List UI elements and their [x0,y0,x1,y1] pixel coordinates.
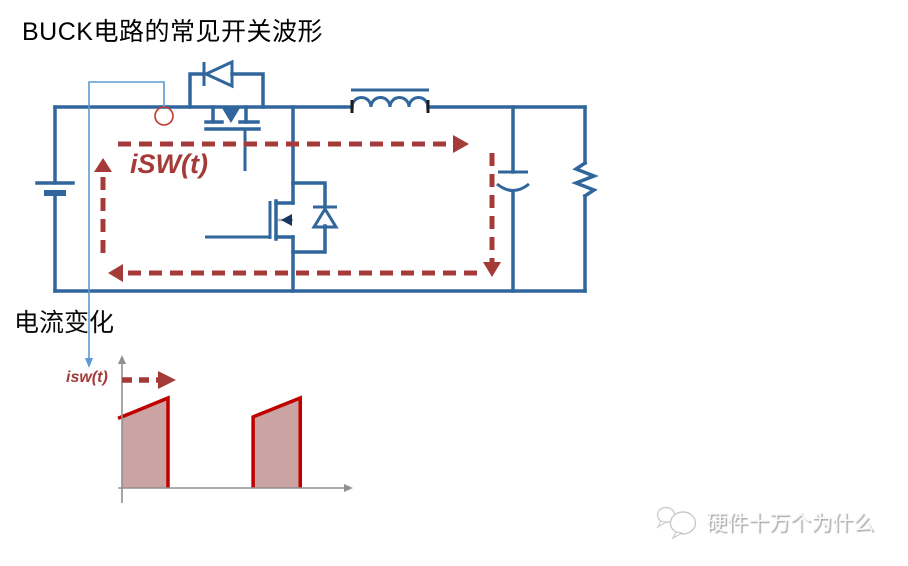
waveform-pulse [122,398,168,488]
waveform-pulse-edge [251,395,302,488]
resistor-zigzag [571,160,599,199]
arrow-down-icon [483,262,501,277]
battery [35,105,75,293]
waveform-current-label: isw(t) [66,369,108,386]
arrow-up-icon [94,158,112,172]
x-axis-arrow-icon [344,484,353,492]
mosfet-arrow [222,108,240,123]
diode-triangle [311,206,339,229]
waveform-pulse [253,398,301,488]
probe-tap-circle [154,106,174,126]
watermark: 硬件十万个为什么 [654,503,874,541]
arrow-left-icon [108,264,123,282]
output-capacitor [496,105,530,293]
switch-current-label: iSW(t) [130,149,208,179]
high-side-body-diode [188,59,265,109]
diode-triangle [202,59,234,89]
waveform-plot [117,355,353,503]
low-side-mosfet [205,105,295,293]
current-loop-arrows [94,135,501,282]
watermark-text: 硬件十万个为什么 [706,512,874,535]
waveform-axes [118,355,353,503]
capacitor-curved-plate [496,182,530,192]
section-label: 电流变化 [14,309,115,337]
probe-line [85,81,165,368]
waveform-pulses [117,395,302,488]
load-resistor [571,105,599,293]
wechat-bubbles-icon [656,506,697,540]
page-title: BUCK电路的常见开关波形 [22,18,323,46]
arrow-right-icon [158,371,176,389]
y-axis-arrow-icon [118,355,126,364]
arrow-right-icon [453,135,469,153]
waveform-direction-arrow [122,371,176,389]
inductor [350,88,430,113]
mosfet-arrow [281,214,292,226]
circuit-wires [35,105,587,293]
probe-arrowhead-icon [85,358,93,368]
freewheeling-diode [291,181,339,254]
waveform-pulse-edge [117,395,170,488]
high-side-mosfet [204,105,261,171]
